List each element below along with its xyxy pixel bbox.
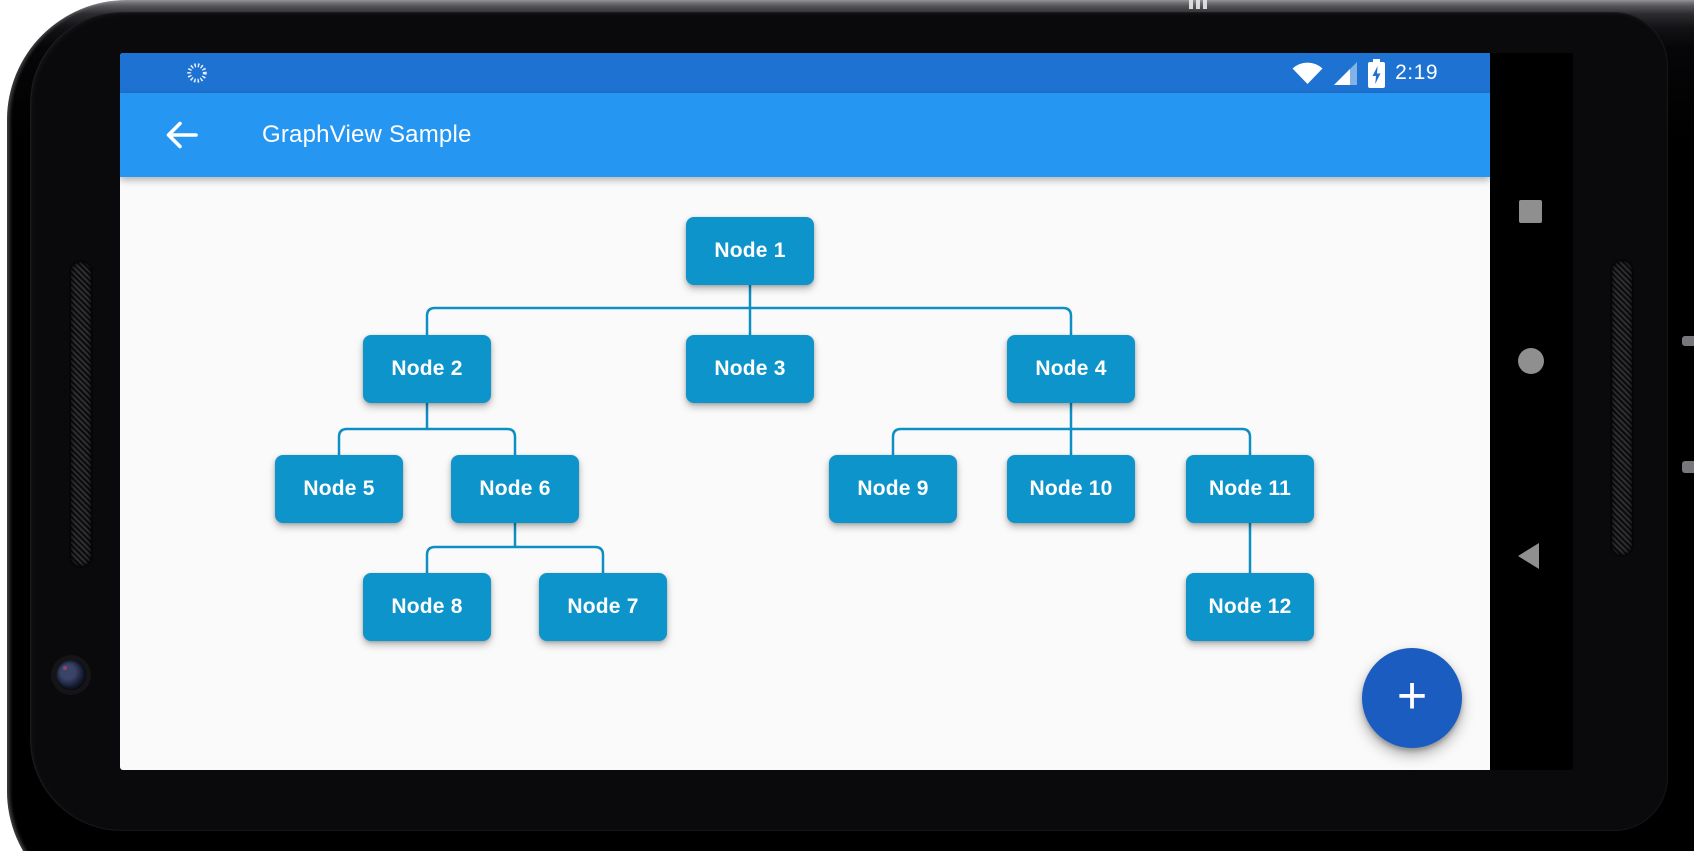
speaker-grille-left [71,262,91,566]
graph-node-1[interactable]: Node 1 [686,217,814,285]
status-bar: 2:19 [120,53,1490,93]
back-button[interactable] [165,119,199,151]
back-nav-button[interactable] [1518,543,1539,569]
add-node-fab[interactable]: + [1362,648,1462,748]
page-title: GraphView Sample [262,121,472,148]
sync-notification-icon [187,63,207,83]
wifi-icon [1292,62,1323,84]
battery-charging-icon [1368,58,1386,88]
device-screen: 2:19 GraphView Sample Node 1 Node 2 Node 3… [120,53,1573,770]
antenna-notch [1196,0,1200,9]
status-icons-cluster: 2:19 [1291,53,1438,93]
graph-edge-4 [891,403,1252,455]
overview-button[interactable] [1519,200,1542,223]
graph-node-3[interactable]: Node 3 [686,335,814,403]
graph-edge-6 [425,523,605,573]
graph-edge-1 [425,285,1073,335]
speaker-grille-right [1612,261,1632,555]
graph-node-4[interactable]: Node 4 [1007,335,1135,403]
graph-node-11[interactable]: Node 11 [1186,455,1314,523]
app-bar: GraphView Sample [120,93,1490,177]
power-button [1682,336,1694,346]
arrow-left-icon [166,121,198,149]
graph-node-12[interactable]: Node 12 [1186,573,1314,641]
graph-edges [337,285,1252,573]
graph-node-7[interactable]: Node 7 [539,573,667,641]
antenna-notch [1189,0,1193,9]
graph-node-2[interactable]: Node 2 [363,335,491,403]
camera-glint [63,666,67,670]
graph-edge-2 [337,403,517,455]
antenna-notch [1203,0,1207,9]
front-camera [56,660,86,690]
graph-node-5[interactable]: Node 5 [275,455,403,523]
graph-node-6[interactable]: Node 6 [451,455,579,523]
clock: 2:19 [1395,61,1438,84]
volume-button [1682,461,1694,473]
signal-icon [1334,62,1358,85]
graph-node-10[interactable]: Node 10 [1007,455,1135,523]
navigation-bar [1490,53,1573,770]
home-button[interactable] [1518,348,1544,374]
graph-node-9[interactable]: Node 9 [829,455,957,523]
app-window: 2:19 GraphView Sample Node 1 Node 2 Node 3… [120,53,1490,770]
graph-canvas[interactable]: Node 1 Node 2 Node 3 Node 4 Node 5 Node 6 Node… [120,177,1490,770]
graph-node-8[interactable]: Node 8 [363,573,491,641]
